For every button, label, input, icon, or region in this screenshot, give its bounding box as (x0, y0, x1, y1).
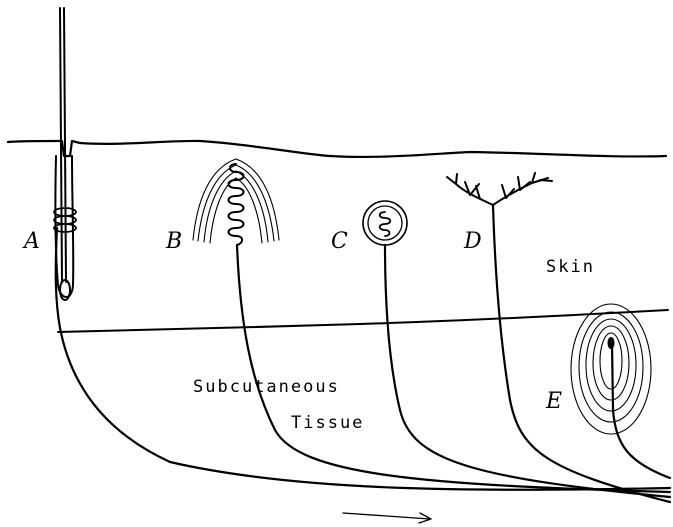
nerve-fiber-c (385, 245, 670, 497)
direction-arrow-icon (343, 513, 431, 523)
label-subcutaneous: Subcutaneous (193, 377, 340, 397)
label-tissue: Tissue (291, 413, 364, 433)
label-d: D (463, 229, 482, 254)
label-a: A (22, 229, 40, 254)
lamellated-receptor (571, 304, 670, 478)
dermis-boundary-line (58, 310, 668, 332)
end-bulb-receptor (363, 201, 670, 497)
nerve-fiber-b (237, 245, 670, 492)
cone-receptor-coil (229, 164, 244, 245)
hair-shaft (60, 8, 62, 282)
label-e: E (545, 389, 562, 414)
nerve-fiber-e (612, 343, 670, 478)
end-bulb-coil (380, 212, 391, 236)
label-c: C (331, 229, 348, 254)
label-skin: Skin (546, 257, 595, 277)
skin-surface-line (8, 141, 666, 157)
free-nerve-ending (447, 173, 670, 502)
nerve-fiber-d (493, 205, 670, 502)
label-b: B (165, 229, 182, 254)
